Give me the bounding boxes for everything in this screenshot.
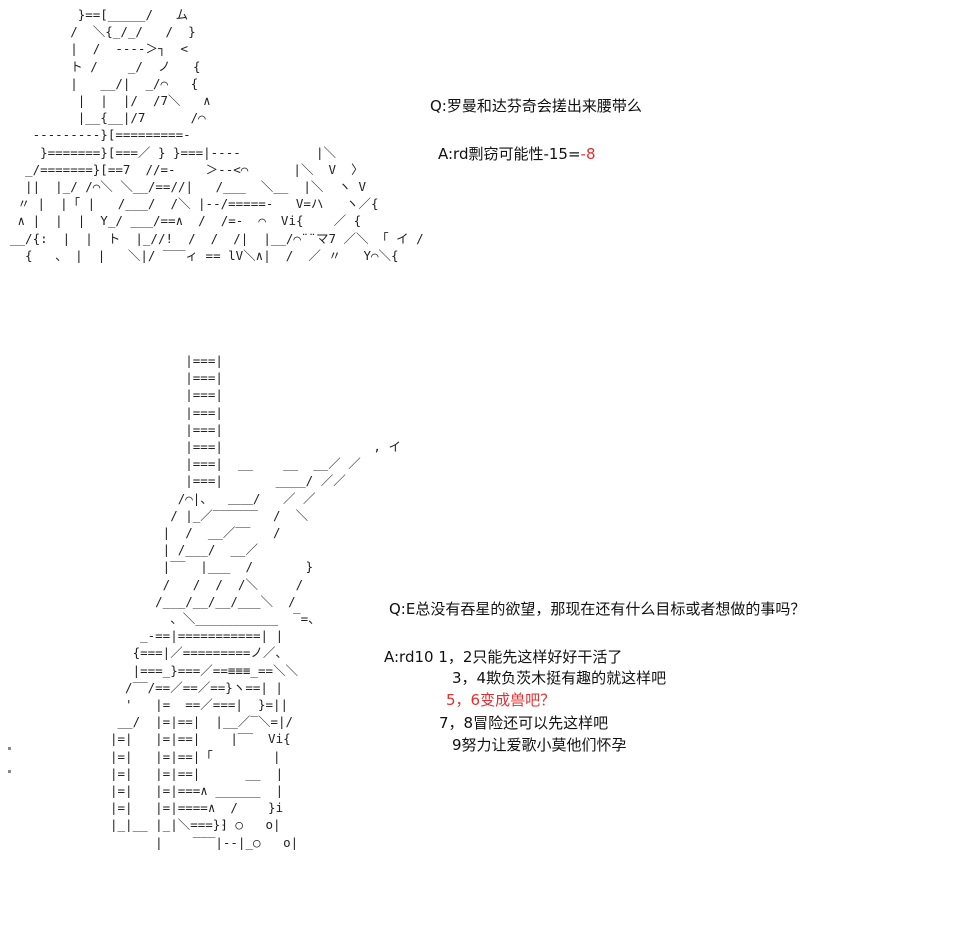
question-2: Q:E总没有吞星的欲望，那现在还有什么目标或者想做的事吗？ — [389, 600, 806, 618]
ascii-art-top: }==[_____/ ム / ＼{_/_/ / } | / ----＞┐ < ト… — [10, 7, 424, 263]
ascii-art-bottom: |===| |===| |===| |===| |===| |===| , イ … — [110, 353, 401, 850]
answer-2-line-4: 7，8冒险还可以先这样吧 — [439, 714, 609, 732]
stray-dot — [8, 770, 11, 773]
answer-1-prefix: A:rd剽窃可能性-15= — [438, 145, 581, 163]
answer-2-line-1: A:rd10 1，2只能先这样好好干活了 — [384, 648, 623, 666]
answer-1: A:rd剽窃可能性-15=-8 — [438, 144, 596, 164]
answer-1-result: -8 — [580, 145, 596, 163]
answer-2-line-2: 3，4欺负茨木挺有趣的就这样吧 — [452, 669, 667, 687]
question-1: Q:罗曼和达芬奇会搓出来腰带么 — [430, 97, 642, 115]
answer-2-line-5: 9努力让爱歌小莫他们怀孕 — [452, 736, 627, 754]
stray-dot — [8, 747, 11, 750]
answer-2-line-3: 5，6变成兽吧？ — [446, 691, 556, 709]
